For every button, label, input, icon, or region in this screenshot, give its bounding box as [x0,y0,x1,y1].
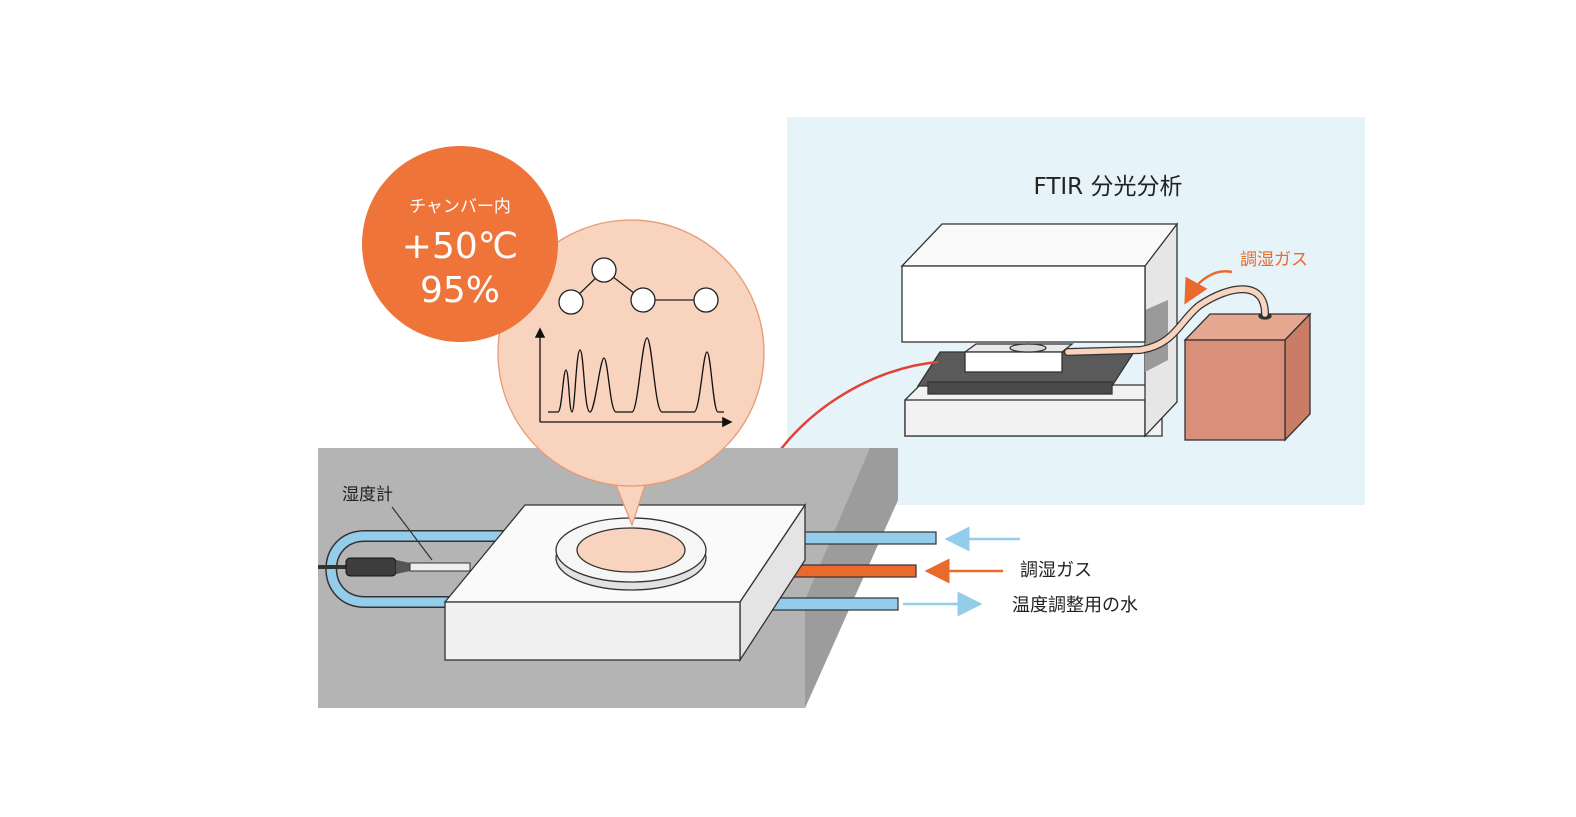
spectrum-line [548,337,724,413]
sensor-leader-line [391,506,433,561]
humidifier-box [1183,312,1312,442]
water-inlet-label: 温度調整用の水 [1012,595,1138,616]
zoom-bubble [497,219,765,527]
ftir-gas-arrow [1184,269,1233,305]
sensor-label: 湿度計 [342,485,393,505]
spectrum-graph [534,327,733,428]
ftir-gas-label: 調湿ガス [1240,250,1308,270]
gas-inlet-label: 調湿ガス [1020,560,1092,581]
ftir-instrument [900,222,1179,438]
chamber-humidity: 95% [420,270,500,311]
chamber-label: チャンバー内 [409,197,511,217]
chamber-block [443,502,807,663]
molecule-icon [558,257,719,315]
humidity-sensor [318,557,471,577]
chamber-condition-badge: チャンバー内 +50℃ 95% [362,146,558,342]
ftir-title: FTIR 分光分析 [1034,174,1183,200]
chamber-temperature: +50℃ [402,226,518,267]
